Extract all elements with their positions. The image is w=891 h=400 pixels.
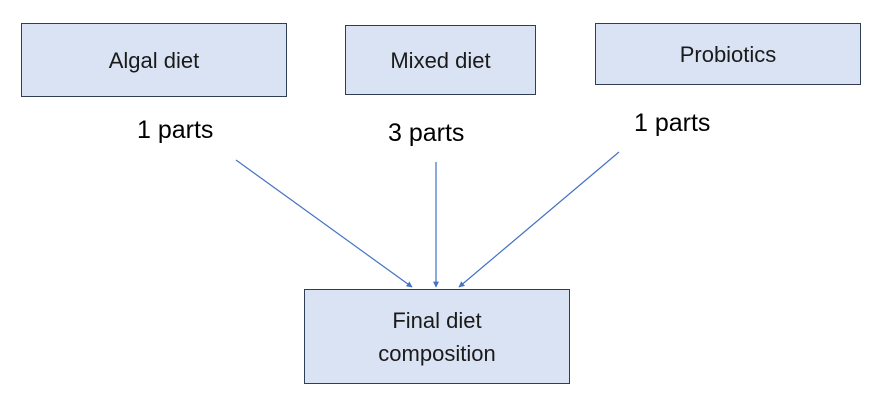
mixed-diet-ratio: 3 parts [388,119,465,147]
probiotics-box: Probiotics [595,23,861,85]
mixed-diet-label: Mixed diet [390,47,491,73]
algal-diet-label: Algal diet [108,47,200,73]
algal-diet-ratio: 1 parts [137,116,214,144]
final-diet-composition-label: Final diet composition [378,307,496,366]
probiotics-ratio: 1 parts [634,109,711,137]
arrow-probiotics-to-final [458,151,620,288]
mixed-diet-box: Mixed diet [345,25,536,95]
final-diet-composition-box: Final diet composition [304,289,570,384]
algal-diet-box: Algal diet [21,23,287,97]
arrow-algal-to-final [235,159,413,288]
probiotics-label: Probiotics [679,41,777,67]
